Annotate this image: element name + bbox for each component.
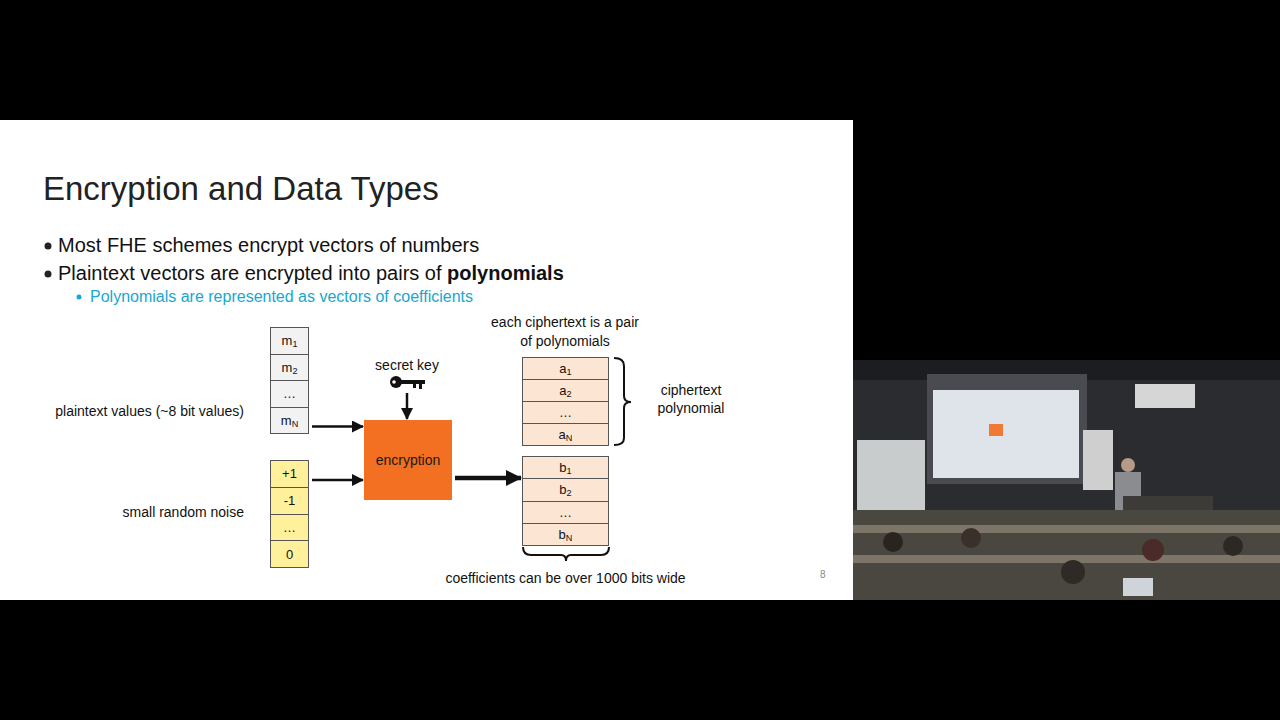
slide-title: Encryption and Data Types [43, 170, 439, 208]
vector-label: ciphertext polynomial [643, 381, 739, 417]
cell-value: … [283, 386, 296, 401]
bullet-dot [45, 271, 52, 278]
cell-value: bN [559, 527, 573, 542]
vector-cell: … [522, 501, 609, 524]
sub-bullet-text: Polynomials are represented as vectors o… [90, 288, 473, 306]
vector-cell: m2 [270, 354, 309, 382]
cell-value: b2 [559, 482, 571, 497]
screen-frame [927, 374, 1087, 484]
plaintext-vector: plaintext values (~8 bit values)m1m2…mN [270, 327, 309, 433]
ciphertext-polynomial-a: ciphertext polynomiala1a2…aN [522, 357, 609, 445]
page-number: 8 [820, 569, 826, 580]
cell-value: -1 [284, 493, 296, 508]
arrow [312, 479, 363, 482]
arrow [406, 393, 409, 419]
student [1061, 560, 1085, 584]
bullet-dot [77, 295, 82, 300]
projected-screen [933, 390, 1079, 478]
ciphertext-caption: each ciphertext is a pair of polynomials [490, 313, 640, 351]
vector-cell: b1 [522, 456, 609, 479]
cell-value: aN [559, 427, 573, 442]
whiteboard-right [1083, 430, 1113, 490]
vector-cell: aN [522, 423, 609, 446]
cell-value: … [559, 405, 572, 420]
cell-value: 0 [286, 547, 293, 562]
arrow [312, 425, 363, 428]
ciphertext-polynomial-b: coefficients can be over 1000 bits wideb… [522, 456, 609, 545]
encryption-box: encryption [364, 420, 452, 500]
bullet-text: Most FHE schemes encrypt vectors of numb… [58, 234, 479, 257]
vector-cell: mN [270, 407, 309, 435]
webcam-inset [853, 360, 1280, 600]
desk-row [853, 555, 1280, 563]
cell-value: … [283, 520, 296, 535]
bracket [614, 358, 631, 445]
vector-cell: 0 [270, 540, 309, 568]
desk-row [853, 525, 1280, 533]
bullet-dot [45, 243, 52, 250]
key-label: secret key [372, 357, 442, 373]
projector [1135, 384, 1195, 408]
vector-cell: bN [522, 523, 609, 546]
student [1142, 539, 1164, 561]
arrow [455, 476, 521, 481]
vector-cell: … [270, 514, 309, 542]
vector-cell: +1 [270, 460, 309, 488]
cell-value: … [559, 505, 572, 520]
vector-cell: a2 [522, 379, 609, 402]
seating [853, 510, 1280, 600]
vector-label: coefficients can be over 1000 bits wide [445, 570, 685, 586]
lecturer-head [1121, 458, 1135, 472]
vector-label: small random noise [123, 504, 244, 520]
vector-cell: … [270, 380, 309, 408]
cell-value: b1 [559, 460, 571, 475]
student [961, 528, 981, 548]
vector-cell: -1 [270, 487, 309, 515]
vector-label: plaintext values (~8 bit values) [55, 403, 244, 419]
student [883, 532, 903, 552]
cell-value: m1 [282, 333, 298, 348]
vector-cell: … [522, 401, 609, 424]
vector-cell: a1 [522, 357, 609, 380]
noise-vector: small random noise+1-1…0 [270, 460, 309, 567]
cell-value: +1 [282, 466, 297, 481]
whiteboard [857, 440, 925, 510]
laptop [1123, 578, 1153, 596]
vector-cell: m1 [270, 327, 309, 355]
key-icon [389, 374, 429, 390]
bullet-text: Plaintext vectors are encrypted into pai… [58, 262, 564, 285]
vector-cell: b2 [522, 478, 609, 501]
secret-key: secret key [372, 357, 442, 391]
box-label: encryption [376, 452, 441, 468]
bracket [523, 547, 609, 561]
cell-value: a2 [559, 383, 571, 398]
cell-value: a1 [559, 361, 571, 376]
projected-box [989, 424, 1003, 436]
student [1223, 536, 1243, 556]
room-wall [853, 360, 1280, 600]
cell-value: m2 [282, 360, 298, 375]
cell-value: mN [281, 413, 298, 428]
